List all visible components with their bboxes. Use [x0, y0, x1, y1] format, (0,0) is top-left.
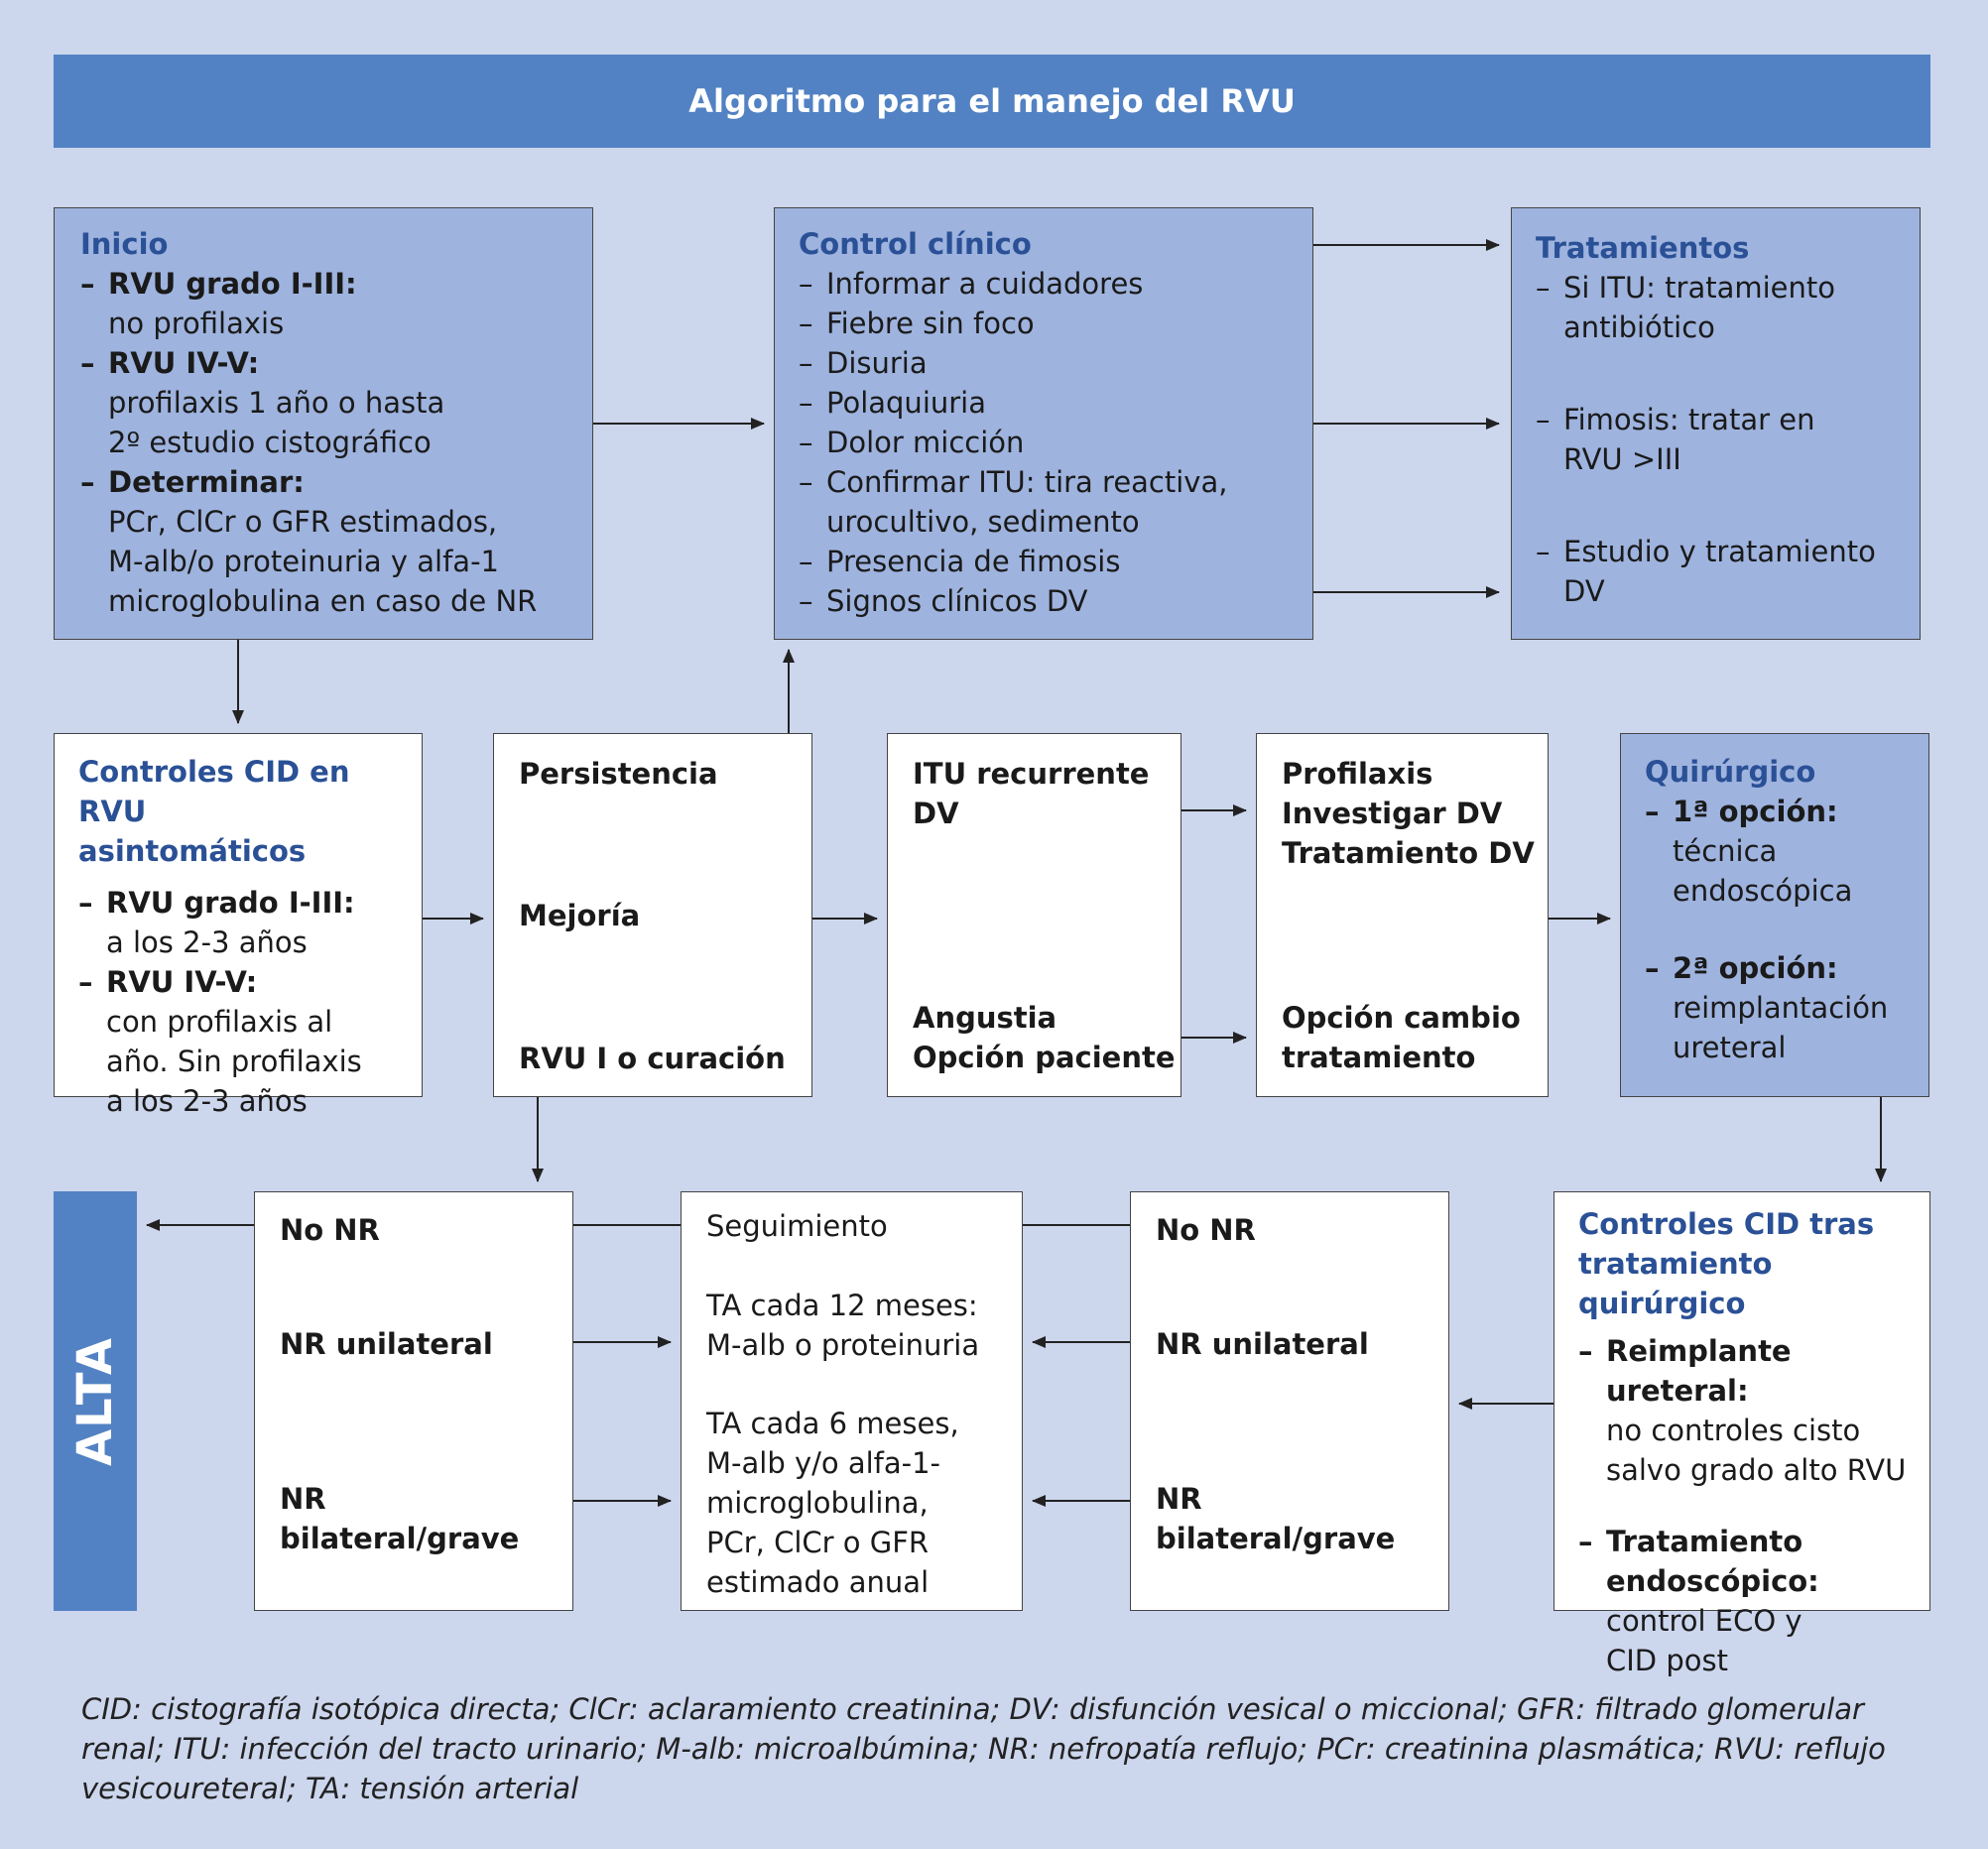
nr-bilateral-label: NR bilateral/grave: [1156, 1482, 1396, 1555]
controles-cid-item-line: a los 2-3 años: [106, 1084, 308, 1118]
control-clinico-item: Presencia de fimosis: [799, 542, 1312, 581]
inicio-item-line: M-alb/o proteinuria y alfa-1: [108, 545, 499, 578]
controles-tras-item-head: Tratamiento: [1578, 1522, 1929, 1561]
inicio-item-head: RVU grado I-III:: [80, 264, 592, 304]
inicio-item-head: Determinar:: [80, 462, 592, 502]
quirurgico-item-head: 1ª opción:: [1645, 792, 1928, 831]
control-clinico-item: Informar a cuidadores: [799, 264, 1312, 304]
quirurgico-item-line: reimplantación: [1673, 991, 1889, 1025]
opcion-paciente-label: Opción paciente: [913, 1041, 1176, 1074]
footnote-line: vesicoureteral; TA: tensión arterial: [81, 1772, 579, 1805]
control-clinico-box: Control clínico Informar a cuidadores Fi…: [774, 207, 1313, 640]
inicio-item-line: PCr, ClCr o GFR estimados,: [108, 505, 498, 539]
seguimiento-line: TA cada 6 meses,: [706, 1407, 959, 1440]
quirurgico-title: Quirúrgico: [1645, 755, 1816, 789]
controles-cid-item-line: a los 2-3 años: [106, 925, 308, 959]
footnote-line: CID: cistografía isotópica directa; ClCr…: [81, 1692, 1864, 1726]
control-clinico-item-cont: urocultivo, sedimento: [826, 505, 1140, 539]
control-clinico-title: Control clínico: [799, 227, 1032, 261]
seguimiento-block-2: TA cada 6 meses, M-alb y/o alfa-1- micro…: [706, 1404, 959, 1602]
tratamientos-item: Estudio y tratamiento: [1536, 532, 1920, 571]
controles-cid-item-head: RVU grado I-III:: [78, 883, 422, 923]
controles-tras-item-line: no controles cisto: [1606, 1414, 1861, 1447]
footnote-line: renal; ITU: infección del tracto urinari…: [81, 1732, 1886, 1766]
control-clinico-item: Disuria: [799, 343, 1312, 383]
controles-cid-item-line: con profilaxis al: [106, 1005, 333, 1039]
control-clinico-item: Polaquiuria: [799, 383, 1312, 423]
seguimiento-title: Seguimiento: [706, 1209, 888, 1243]
controles-tras-item-head: endoscópico:: [1606, 1564, 1819, 1598]
tratamiento-dv-label: Tratamiento DV: [1282, 836, 1535, 870]
controles-tras-item-line: control ECO y: [1606, 1604, 1802, 1638]
seguimiento-box: Seguimiento TA cada 12 meses: M-alb o pr…: [681, 1191, 1023, 1611]
control-clinico-item: Dolor micción: [799, 423, 1312, 462]
controles-tras-title: tratamiento quirúrgico: [1578, 1247, 1773, 1320]
controles-tras-item-line: salvo grado alto RVU: [1606, 1453, 1907, 1487]
controles-tras-title: Controles CID tras: [1578, 1207, 1875, 1241]
no-nr-label: No NR: [1156, 1213, 1256, 1247]
quirurgico-item-head: 2ª opción:: [1645, 948, 1928, 988]
controles-cid-title: asintomáticos: [78, 834, 307, 868]
seguimiento-line: TA cada 12 meses:: [706, 1289, 978, 1322]
nr-left-box: No NR NR unilateral NR bilateral/grave: [254, 1191, 573, 1611]
seguimiento-line: M-alb o proteinuria: [706, 1328, 980, 1362]
tratamientos-item-cont: antibiótico: [1563, 310, 1715, 344]
control-clinico-item: Confirmar ITU: tira reactiva,: [799, 462, 1312, 502]
profilaxis-label: Profilaxis: [1282, 757, 1433, 791]
inicio-title: Inicio: [80, 227, 169, 261]
inicio-item-line: profilaxis 1 año o hasta: [108, 386, 445, 420]
nr-bilateral-label: NR bilateral/grave: [280, 1482, 520, 1555]
controles-cid-title: Controles CID en RVU: [78, 755, 350, 828]
angustia-label: Angustia: [913, 1001, 1057, 1035]
controles-tras-box: Controles CID tras tratamiento quirúrgic…: [1553, 1191, 1930, 1677]
nr-unilateral-label: NR unilateral: [280, 1327, 493, 1361]
quirurgico-item-line: endoscópica: [1673, 874, 1853, 908]
controles-tras-item-line: CID post: [1606, 1644, 1728, 1677]
seguimiento-block-1: TA cada 12 meses: M-alb o proteinuria: [706, 1286, 979, 1365]
seguimiento-line: M-alb y/o alfa-1-: [706, 1446, 941, 1480]
inicio-item-line: microglobulina en caso de NR: [108, 584, 538, 618]
opcion-cambio-label: tratamiento: [1282, 1041, 1476, 1074]
nr-right-box: No NR NR unilateral NR bilateral/grave: [1130, 1191, 1449, 1611]
tratamientos-item: Fimosis: tratar en: [1536, 400, 1920, 439]
nr-unilateral-label: NR unilateral: [1156, 1327, 1369, 1361]
controles-tras-item-head: Reimplante ureteral:: [1578, 1331, 1929, 1411]
tratamientos-title: Tratamientos: [1536, 231, 1750, 265]
quirurgico-item-line: ureteral: [1673, 1031, 1787, 1064]
inicio-item-line: 2º estudio cistográfico: [108, 426, 432, 459]
quirurgico-item-line: técnica: [1673, 834, 1778, 868]
alta-bar: ALTA: [54, 1191, 137, 1611]
mejoria-label: Mejoría: [519, 899, 641, 932]
controles-cid-item-head: RVU IV-V:: [78, 962, 422, 1002]
curacion-label: RVU I o curación: [519, 1042, 786, 1075]
itu-recurrente-label: ITU recurrente: [913, 757, 1150, 791]
controles-cid-box: Controles CID en RVU asintomáticos RVU g…: [54, 733, 423, 1118]
itu-box: ITU recurrente DV Angustia Opción pacien…: [887, 733, 1181, 1097]
tratamientos-box: Tratamientos Si ITU: tratamiento antibió…: [1511, 207, 1921, 640]
quirurgico-box: Quirúrgico 1ª opción: técnica endoscópic…: [1620, 733, 1929, 1097]
seguimiento-line: PCr, ClCr o GFR: [706, 1526, 930, 1559]
tratamientos-item: Si ITU: tratamiento: [1536, 268, 1920, 308]
no-nr-label: No NR: [280, 1213, 380, 1247]
inicio-box: Inicio RVU grado I-III: no profilaxis RV…: [54, 207, 593, 640]
footnote: CID: cistografía isotópica directa; ClCr…: [81, 1689, 1966, 1808]
control-clinico-item: Fiebre sin foco: [799, 304, 1312, 343]
alta-label: ALTA: [67, 1336, 124, 1466]
seguimiento-line: estimado anual: [706, 1565, 930, 1599]
diagram-title: Algoritmo para el manejo del RVU: [54, 55, 1930, 148]
control-clinico-item: Signos clínicos DV: [799, 581, 1312, 621]
investigar-dv-label: Investigar DV: [1282, 797, 1503, 830]
tratamientos-item-cont: DV: [1563, 574, 1605, 608]
inicio-item-line: no profilaxis: [108, 307, 285, 340]
persistencia-label: Persistencia: [519, 757, 718, 791]
controles-cid-item-line: año. Sin profilaxis: [106, 1045, 362, 1078]
profilaxis-box: Profilaxis Investigar DV Tratamiento DV …: [1256, 733, 1549, 1097]
inicio-item-head: RVU IV-V:: [80, 343, 592, 383]
seguimiento-line: microglobulina,: [706, 1486, 929, 1520]
opcion-cambio-label: Opción cambio: [1282, 1001, 1521, 1035]
evolucion-box: Persistencia Mejoría RVU I o curación: [493, 733, 812, 1097]
dv-label: DV: [913, 797, 959, 830]
tratamientos-item-cont: RVU >III: [1563, 442, 1681, 476]
